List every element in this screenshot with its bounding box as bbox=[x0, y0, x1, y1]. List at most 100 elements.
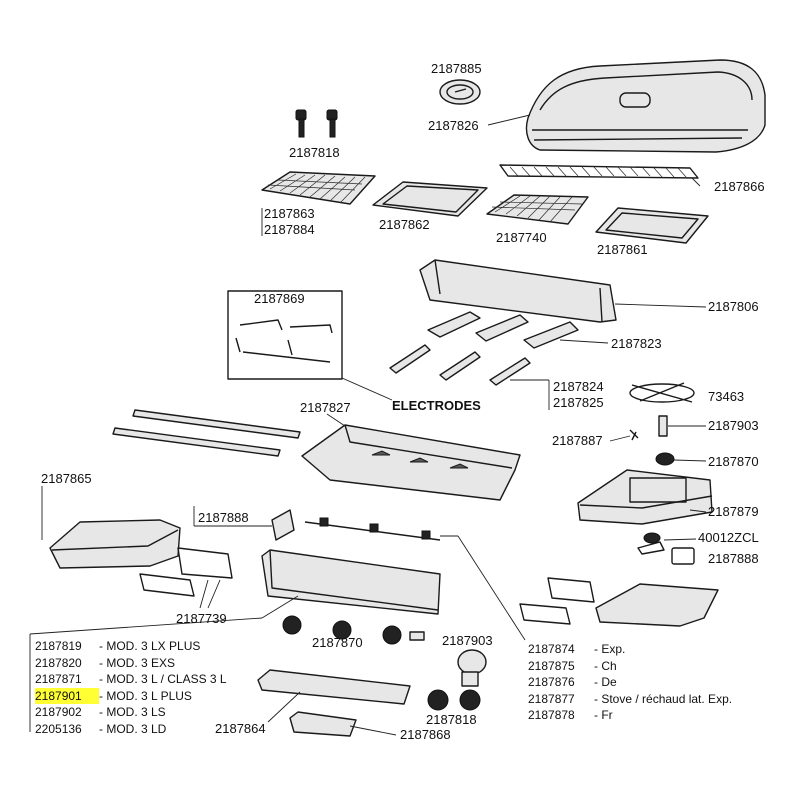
knob-caps-part bbox=[427, 689, 481, 711]
table-brackets-part bbox=[139, 547, 233, 597]
variant-name: - Ch bbox=[594, 658, 617, 673]
bracket-right-part bbox=[671, 547, 695, 565]
label-bracket-right: 2187888 bbox=[708, 551, 759, 566]
valve-part bbox=[658, 415, 668, 437]
label-grill-grate-a: 2187863 bbox=[264, 206, 315, 221]
variant-name: - Fr bbox=[594, 708, 613, 722]
grill-grate-mid bbox=[486, 194, 589, 225]
model-row: 2187871 - MOD. 3 L / CLASS 3 L bbox=[35, 671, 227, 688]
variant-row: 2187877 - Stove / réchaud lat. Exp. bbox=[528, 691, 732, 708]
variant-legend: 2187874 - Exp. 2187875 - Ch 2187876 - De 21… bbox=[528, 641, 732, 724]
variant-code: 2187875 bbox=[528, 658, 575, 673]
variant-name: - De bbox=[594, 675, 617, 689]
model-name: - MOD. 3 EXS bbox=[99, 655, 176, 670]
leader-lines bbox=[29, 114, 707, 736]
label-table-brackets: 2187739 bbox=[176, 611, 227, 626]
label-control-knobs: 2187870 bbox=[312, 635, 363, 650]
variant-code: 2187874 bbox=[528, 642, 575, 656]
side-burner-table-part bbox=[577, 469, 713, 525]
model-name: - MOD. 3 LS bbox=[99, 705, 166, 719]
model-name: - MOD. 3 L PLUS bbox=[99, 688, 192, 703]
control-valve-part bbox=[409, 631, 425, 641]
variant-row: 2187875 - Ch bbox=[528, 658, 732, 675]
variant-row: 2187876 - De bbox=[528, 674, 732, 691]
label-side-burner-grate: 73463 bbox=[708, 389, 745, 404]
variant-code: 2187877 bbox=[528, 691, 575, 706]
firebox-rails-part bbox=[112, 409, 301, 457]
model-code: 2187871 bbox=[35, 672, 82, 686]
electrode-part bbox=[629, 429, 639, 441]
bracket-left-part bbox=[271, 509, 295, 541]
model-code-highlighted: 2187901 bbox=[35, 687, 99, 704]
label-side-table-left: 2187865 bbox=[41, 471, 92, 486]
side-table-right-part bbox=[519, 577, 719, 627]
control-knobs-part bbox=[282, 615, 402, 645]
label-griddle-plate: 2187862 bbox=[379, 217, 430, 232]
model-row: 2187902 - MOD. 3 LS bbox=[35, 704, 227, 721]
label-grill-grate-b: 2187884 bbox=[264, 222, 315, 237]
variant-code: 2187876 bbox=[528, 675, 575, 689]
control-panel-part bbox=[261, 549, 441, 615]
model-code: 2187820 bbox=[35, 655, 82, 670]
model-code: 2187902 bbox=[35, 705, 82, 719]
label-valve: 2187903 bbox=[708, 418, 759, 433]
hood-part bbox=[525, 59, 766, 153]
variant-name: - Stove / réchaud lat. Exp. bbox=[594, 691, 733, 706]
electrode-kit-box bbox=[227, 290, 343, 380]
label-hood: 2187826 bbox=[428, 118, 479, 133]
flame-tamers-part bbox=[427, 311, 579, 349]
label-knob-screws: 2187818 bbox=[289, 145, 340, 160]
label-knob-caps: 2187818 bbox=[426, 712, 477, 727]
model-legend: 2187819 - MOD. 3 LX PLUS 2187820 - MOD. 3 … bbox=[35, 638, 227, 737]
warming-rack-part bbox=[499, 164, 699, 179]
model-row-highlighted: 2187901- MOD. 3 L PLUS bbox=[35, 687, 227, 704]
label-flame-tamers: 2187823 bbox=[611, 336, 662, 351]
label-igniter: 40012ZCL bbox=[698, 530, 759, 545]
model-name: - MOD. 3 LD bbox=[99, 721, 167, 736]
label-side-burner-table: 2187879 bbox=[708, 504, 759, 519]
igniter-part bbox=[637, 532, 665, 555]
label-warming-rack: 2187866 bbox=[714, 179, 765, 194]
label-grease-cup: 2187868 bbox=[400, 727, 451, 742]
label-grill-grate-c: 2187740 bbox=[496, 230, 547, 245]
variant-code: 2187878 bbox=[528, 708, 575, 722]
drip-tray-part bbox=[257, 669, 411, 705]
label-side-knob: 2187870 bbox=[708, 454, 759, 469]
model-name: - MOD. 3 LX PLUS bbox=[99, 639, 201, 653]
label-burner-b: 2187825 bbox=[553, 395, 604, 410]
label-control-valve: 2187903 bbox=[442, 633, 493, 648]
label-burner-a: 2187824 bbox=[553, 379, 604, 394]
firebox-part bbox=[301, 424, 521, 501]
label-drip-plate: 2187861 bbox=[597, 242, 648, 257]
label-drip-tray: 2187864 bbox=[215, 721, 266, 736]
model-row: 2187819 - MOD. 3 LX PLUS bbox=[35, 638, 227, 655]
model-row: 2187820 - MOD. 3 EXS bbox=[35, 655, 227, 672]
variant-row: 2187878 - Fr bbox=[528, 707, 732, 724]
manifold-part bbox=[304, 517, 441, 541]
label-electrodes: ELECTRODES bbox=[392, 398, 481, 413]
model-name: - MOD. 3 L / CLASS 3 L bbox=[99, 672, 227, 686]
heat-shield-part bbox=[419, 259, 617, 323]
variant-row: 2187874 - Exp. bbox=[528, 641, 732, 658]
screw-parts-top bbox=[295, 109, 338, 138]
label-firebox-rails: 2187827 bbox=[300, 400, 351, 415]
regulator-part bbox=[457, 649, 487, 687]
side-table-left-part bbox=[49, 519, 181, 569]
drip-plate-part bbox=[595, 207, 709, 244]
variant-name: - Exp. bbox=[594, 642, 626, 656]
hood-thermometer-part bbox=[439, 79, 481, 105]
model-row: 2205136 - MOD. 3 LD bbox=[35, 721, 227, 738]
side-burner-grate-part bbox=[629, 382, 695, 403]
model-code: 2205136 bbox=[35, 721, 82, 736]
label-electrode-single: 2187887 bbox=[552, 433, 603, 448]
grease-cup-part bbox=[289, 711, 357, 737]
side-knob-part bbox=[655, 452, 675, 466]
burners-part bbox=[389, 344, 531, 386]
label-hood-knob: 2187885 bbox=[431, 61, 482, 76]
label-bracket: 2187888 bbox=[198, 510, 249, 525]
model-code: 2187819 bbox=[35, 639, 82, 653]
griddle-plate bbox=[372, 181, 488, 217]
grill-grate-left bbox=[261, 171, 376, 205]
label-electrode-kit: 2187869 bbox=[254, 291, 305, 306]
